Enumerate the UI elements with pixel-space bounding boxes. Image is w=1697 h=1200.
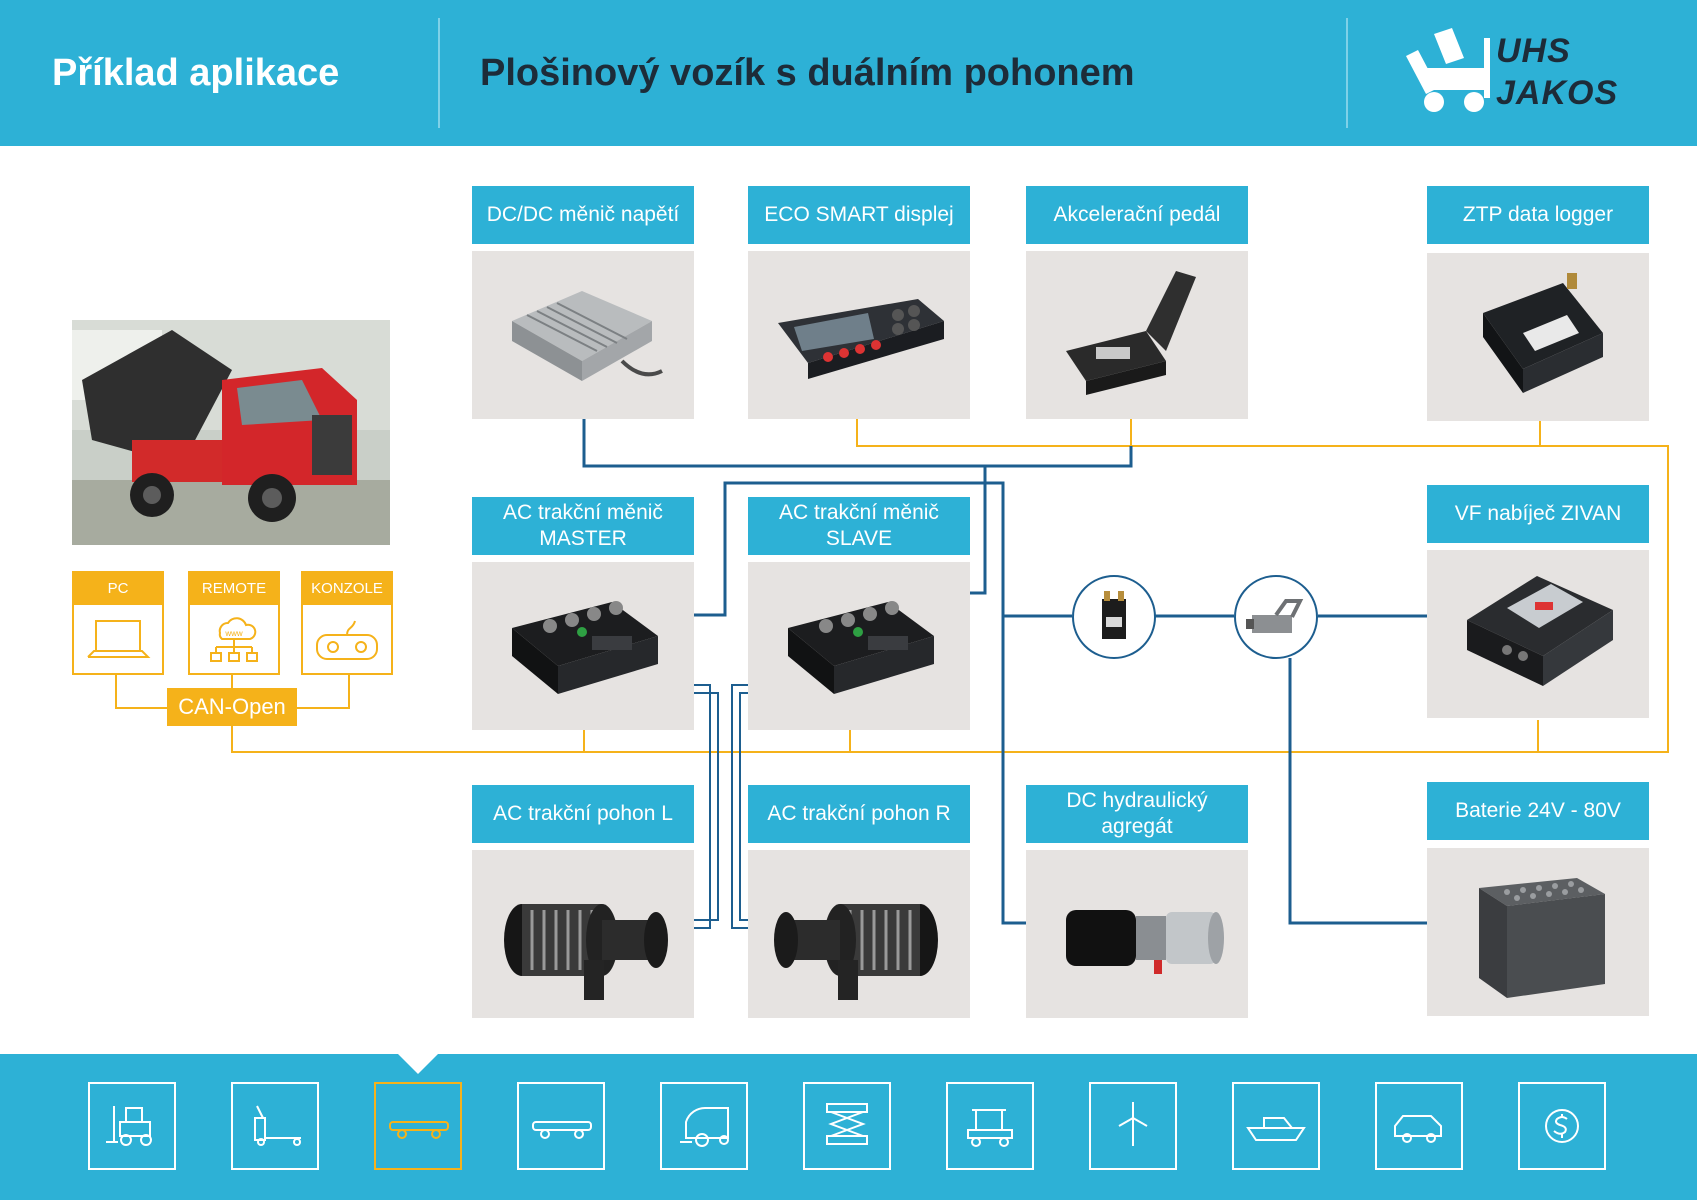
pedal-label: Akcelerační pedál xyxy=(1026,186,1248,244)
footer-flatbed[interactable] xyxy=(517,1082,605,1170)
slave-controller-label: AC trakční měnič SLAVE xyxy=(748,497,970,555)
motor-left-image xyxy=(472,850,694,1018)
logo-forklift-icon xyxy=(1406,28,1490,112)
footer-pallet-truck[interactable] xyxy=(231,1082,319,1170)
display-image xyxy=(748,251,970,419)
slave-label-line1: AC trakční měnič xyxy=(779,500,939,524)
flatbed-icon xyxy=(532,1121,592,1139)
boat-icon xyxy=(1246,1117,1306,1141)
sweeper-icon xyxy=(680,1106,729,1147)
logo-text-top: UHS xyxy=(1496,32,1571,70)
laptop-icon xyxy=(87,620,151,658)
footer-currency[interactable] xyxy=(1518,1082,1606,1170)
contactor-icon xyxy=(1102,591,1126,639)
console-interface-box: KONZOLE xyxy=(301,571,393,675)
contactor-circle xyxy=(1072,575,1156,659)
header-divider xyxy=(438,18,440,128)
motor-cable-lines xyxy=(694,684,748,929)
pedal-image xyxy=(1026,251,1248,419)
footer-sweeper[interactable] xyxy=(660,1082,748,1170)
footer-wind-turbine[interactable] xyxy=(1089,1082,1177,1170)
footer-forklift[interactable] xyxy=(88,1082,176,1170)
header: Příklad aplikace Plošinový vozík s duáln… xyxy=(0,0,1697,146)
forklift-icon xyxy=(106,1106,152,1146)
pc-interface-box: PC xyxy=(72,571,164,675)
footer-bar xyxy=(0,1054,1697,1200)
data-logger-image xyxy=(1427,253,1649,421)
motor-right-image xyxy=(748,850,970,1018)
pallet-truck-icon xyxy=(254,1105,301,1146)
slave-controller-image xyxy=(748,562,970,730)
charger-label: VF nabíječ ZIVAN xyxy=(1427,485,1649,543)
pc-label: PC xyxy=(72,571,164,605)
page-title: Plošinový vozík s duálním pohonem xyxy=(480,52,1135,94)
wind-turbine-icon xyxy=(1118,1102,1148,1146)
car-icon xyxy=(1394,1115,1442,1143)
cloud-network-icon: www xyxy=(210,617,258,662)
company-logo: UHS JAKOS xyxy=(1404,28,1644,120)
vehicle-photo xyxy=(72,320,390,545)
remote-interface-box: REMOTE www xyxy=(188,571,280,675)
connector-circle xyxy=(1234,575,1318,659)
header-divider xyxy=(1346,18,1348,128)
platform-truck-icon xyxy=(389,1121,449,1139)
power-lines xyxy=(582,419,1428,925)
dcdc-converter-image xyxy=(472,251,694,419)
console-label: KONZOLE xyxy=(301,571,393,605)
charger-image xyxy=(1427,550,1649,718)
footer-boat[interactable] xyxy=(1232,1082,1320,1170)
hydraulic-label: DC hydraulický agregát xyxy=(1026,785,1248,843)
battery-connector-icon xyxy=(1246,599,1304,633)
gamepad-icon xyxy=(316,620,378,660)
footer-car[interactable] xyxy=(1375,1082,1463,1170)
currency-icon xyxy=(1545,1109,1579,1143)
can-bus-lines xyxy=(115,419,1669,753)
can-open-bus-label: CAN-Open xyxy=(167,688,297,726)
scissor-lift-icon xyxy=(826,1103,868,1145)
logo-text-bottom: JAKOS xyxy=(1496,74,1619,112)
hydraulic-label-line2: agregát xyxy=(1101,815,1173,838)
master-controller-label: AC trakční měnič MASTER xyxy=(472,497,694,555)
battery-label: Baterie 24V - 80V xyxy=(1427,782,1649,840)
master-label-line1: AC trakční měnič xyxy=(503,500,663,524)
slave-label-line2: SLAVE xyxy=(825,527,893,550)
footer-scissor-lift[interactable] xyxy=(803,1082,891,1170)
logger-label: ZTP data logger xyxy=(1427,186,1649,244)
hydraulic-label-line1: DC hydraulický xyxy=(1066,788,1208,812)
master-controller-image xyxy=(472,562,694,730)
master-label-line2: MASTER xyxy=(539,527,627,550)
footer-golf-cart[interactable] xyxy=(946,1082,1034,1170)
display-label: ECO SMART displej xyxy=(748,186,970,244)
battery-image xyxy=(1427,848,1649,1016)
active-pointer xyxy=(398,1054,438,1074)
dcdc-label: DC/DC měnič napětí xyxy=(472,186,694,244)
motor-right-label: AC trakční pohon R xyxy=(748,785,970,843)
remote-label: REMOTE xyxy=(188,571,280,605)
cloud-www-text: www xyxy=(224,629,243,638)
motor-left-label: AC trakční pohon L xyxy=(472,785,694,843)
golf-cart-icon xyxy=(967,1109,1013,1147)
footer-platform-truck[interactable] xyxy=(374,1082,462,1170)
hydraulic-unit-image xyxy=(1026,850,1248,1018)
section-title: Příklad aplikace xyxy=(52,52,340,94)
